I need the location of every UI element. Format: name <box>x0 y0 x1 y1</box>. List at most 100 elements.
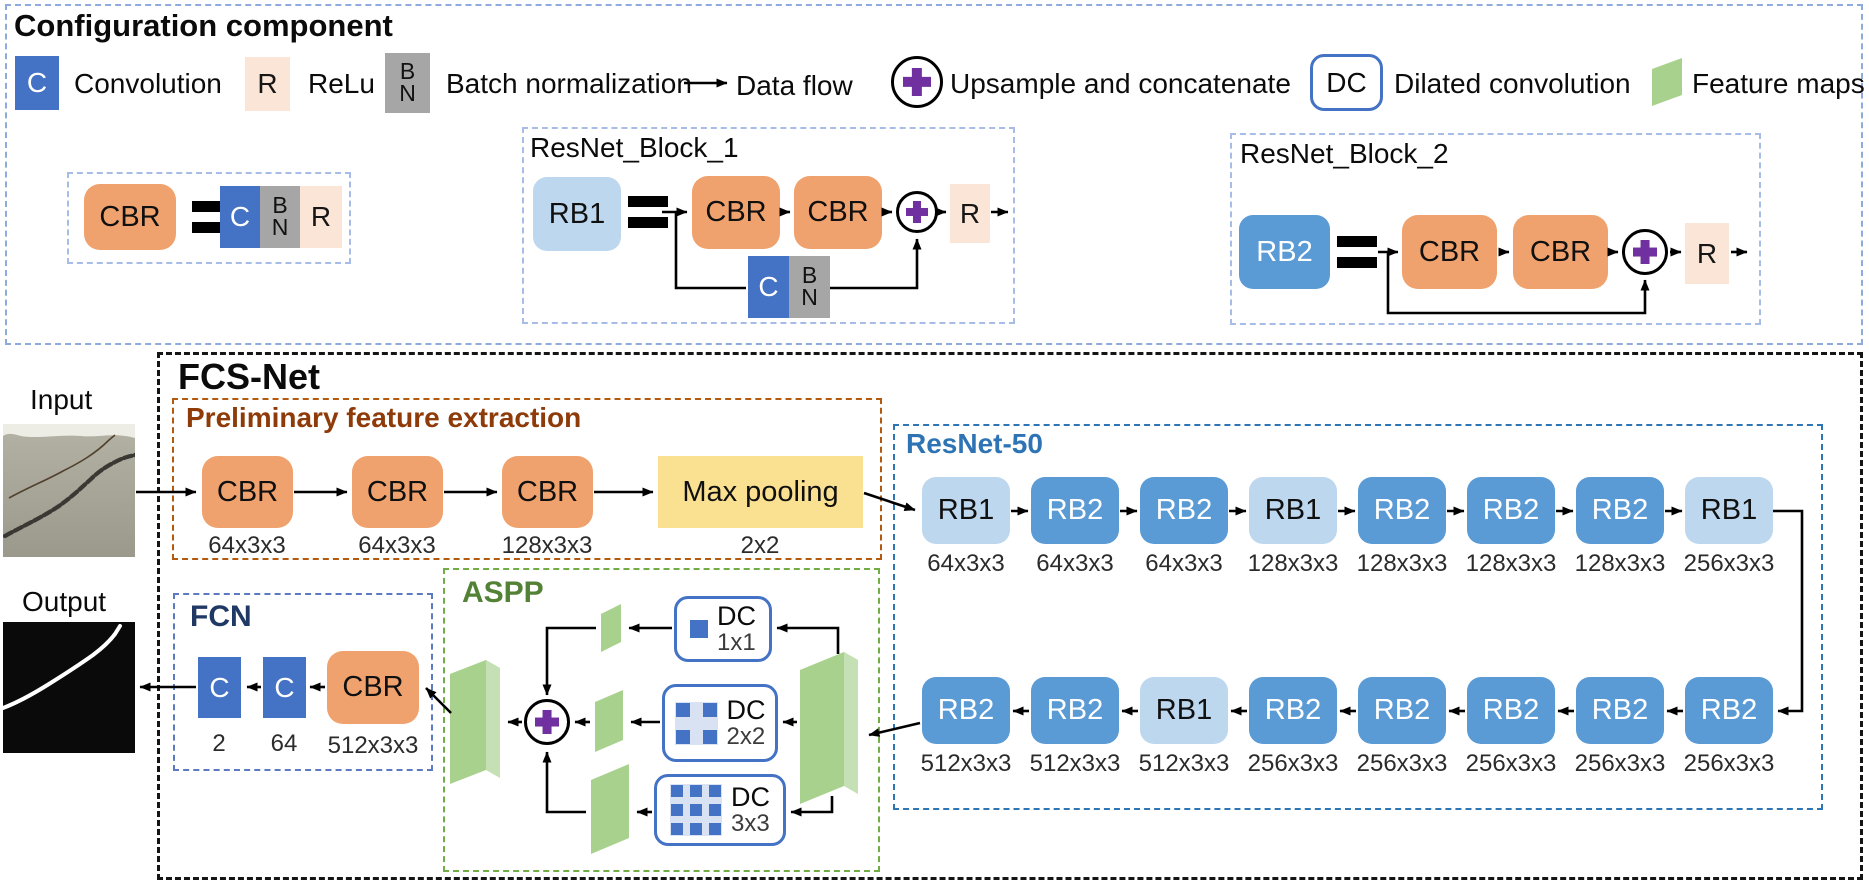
block1-relu: R <box>950 184 990 243</box>
block1-cbr-2: CBR <box>794 176 882 249</box>
data-flow-label: Data flow <box>736 70 853 101</box>
block1-skip-conv: C <box>748 256 789 318</box>
batch-norm-icon-b: B <box>399 58 416 85</box>
resnet50-box <box>893 424 1823 810</box>
feature-map-small-1 <box>601 604 621 652</box>
resnet-row1-block-4: RB2 <box>1358 477 1446 544</box>
resnet-row1-block-3: RB1 <box>1249 477 1337 544</box>
preliminary-box <box>172 398 882 560</box>
aspp-dc1-block: DC 1x1 <box>674 596 772 662</box>
fcn-cbr-size: 512x3x3 <box>327 732 419 759</box>
resnet-row2-size-5: 256x3x3 <box>1465 750 1557 777</box>
bn-sub-b: B <box>272 192 288 219</box>
batch-norm-icon-n: N <box>399 80 416 106</box>
block2-cbr-2: CBR <box>1513 215 1608 289</box>
max-pooling-size: 2x2 <box>740 532 780 559</box>
prelim-cbr-3-size: 128x3x3 <box>501 532 593 559</box>
block1-skip-bn: B N <box>789 256 830 318</box>
rb1-block: RB1 <box>533 177 621 251</box>
fcn-conv-1: C <box>198 657 241 718</box>
feature-map-small-3 <box>591 764 629 854</box>
fcn-box <box>173 593 433 771</box>
batch-norm-label: Batch normalization <box>446 68 692 99</box>
feature-map-slab-right <box>800 652 858 804</box>
fcn-conv-2: C <box>263 657 306 718</box>
resnet-row1-block-1: RB2 <box>1031 477 1119 544</box>
fcsnet-panel <box>157 352 1863 880</box>
relu-icon: R <box>245 57 290 111</box>
resnet-row2-block-2: RB1 <box>1140 677 1228 744</box>
resnet-block1-title: ResNet_Block_1 <box>530 132 739 163</box>
dc2-label: DC <box>726 695 766 725</box>
resnet-row1-block-2: RB2 <box>1140 477 1228 544</box>
configuration-title: Configuration component <box>14 8 393 43</box>
resnet-row1-block-7: RB1 <box>1685 477 1773 544</box>
dc2-size: 2x2 <box>726 722 766 750</box>
configuration-panel <box>5 4 1863 345</box>
resnet-block2-box <box>1230 133 1761 325</box>
aspp-dc2-block: DC 2x2 <box>662 684 778 762</box>
resnet-row1-block-0: RB1 <box>922 477 1010 544</box>
output-image <box>3 622 135 753</box>
feature-maps-label: Feature maps <box>1692 68 1865 99</box>
resnet-row2-block-3: RB2 <box>1249 677 1337 744</box>
block1-add-icon <box>896 191 938 233</box>
block1-skip-b: B <box>801 262 818 289</box>
preliminary-title: Preliminary feature extraction <box>186 402 582 433</box>
resnet-row2-size-7: 256x3x3 <box>1683 750 1775 777</box>
resnet-row2-size-2: 512x3x3 <box>1138 750 1230 777</box>
upsample-concat-label: Upsample and concatenate <box>950 68 1291 99</box>
block2-relu: R <box>1685 223 1729 284</box>
prelim-cbr-3: CBR <box>502 456 593 528</box>
output-mask <box>3 622 135 753</box>
resnet-row1-size-1: 64x3x3 <box>1036 550 1114 577</box>
bn-sub-n: N <box>271 214 289 240</box>
dilated-conv-label: Dilated convolution <box>1394 68 1631 99</box>
dc2-pattern-icon <box>674 701 718 745</box>
input-crack-photo <box>3 424 135 557</box>
resnet-block1-box <box>522 127 1015 324</box>
resnet-row1-size-6: 128x3x3 <box>1574 550 1666 577</box>
resnet-row2-size-6: 256x3x3 <box>1574 750 1666 777</box>
dc1-size: 1x1 <box>717 628 756 656</box>
resnet-row2-block-5: RB2 <box>1467 677 1555 744</box>
feature-map-slab-left <box>450 660 500 784</box>
block2-add-icon <box>1622 229 1668 275</box>
resnet-row2-block-0: RB2 <box>922 677 1010 744</box>
resnet-row1-size-3: 128x3x3 <box>1247 550 1339 577</box>
aspp-box <box>443 568 880 872</box>
resnet-row1-size-7: 256x3x3 <box>1683 550 1775 577</box>
resnet-row1-size-5: 128x3x3 <box>1465 550 1557 577</box>
relu-sub-block: R <box>300 186 342 248</box>
convolution-icon: C <box>15 56 59 110</box>
prelim-cbr-2: CBR <box>352 456 443 528</box>
fcn-title: FCN <box>190 600 252 633</box>
resnet-row2-size-3: 256x3x3 <box>1247 750 1339 777</box>
resnet-row2-block-4: RB2 <box>1358 677 1446 744</box>
resnet-row1-size-0: 64x3x3 <box>927 550 1005 577</box>
dc1-label: DC <box>717 601 756 631</box>
equals-sign <box>628 196 668 228</box>
equals-sign <box>192 201 232 233</box>
resnet-row2-size-1: 512x3x3 <box>1029 750 1121 777</box>
max-pooling-block: Max pooling <box>658 456 863 528</box>
dc3-pattern-icon <box>670 784 722 836</box>
rb2-block: RB2 <box>1239 215 1330 289</box>
prelim-cbr-1-size: 64x3x3 <box>208 532 286 559</box>
aspp-add-icon <box>524 699 570 745</box>
resnet-row1-block-5: RB2 <box>1467 477 1555 544</box>
prelim-cbr-1: CBR <box>202 456 293 528</box>
dc3-label: DC <box>731 782 770 812</box>
resnet50-title: ResNet-50 <box>906 428 1043 459</box>
block1-skip-n: N <box>801 284 818 310</box>
fcn-conv-1-size: 2 <box>212 730 226 757</box>
resnet-block2-title: ResNet_Block_2 <box>1240 138 1449 169</box>
resnet-row2-size-4: 256x3x3 <box>1356 750 1448 777</box>
fcsnet-title: FCS-Net <box>178 356 320 397</box>
relu-label: ReLu <box>308 68 375 99</box>
cbr-definition-box <box>67 172 351 264</box>
resnet-row2-size-0: 512x3x3 <box>920 750 1012 777</box>
output-label: Output <box>22 586 107 617</box>
resnet-row1-block-6: RB2 <box>1576 477 1664 544</box>
